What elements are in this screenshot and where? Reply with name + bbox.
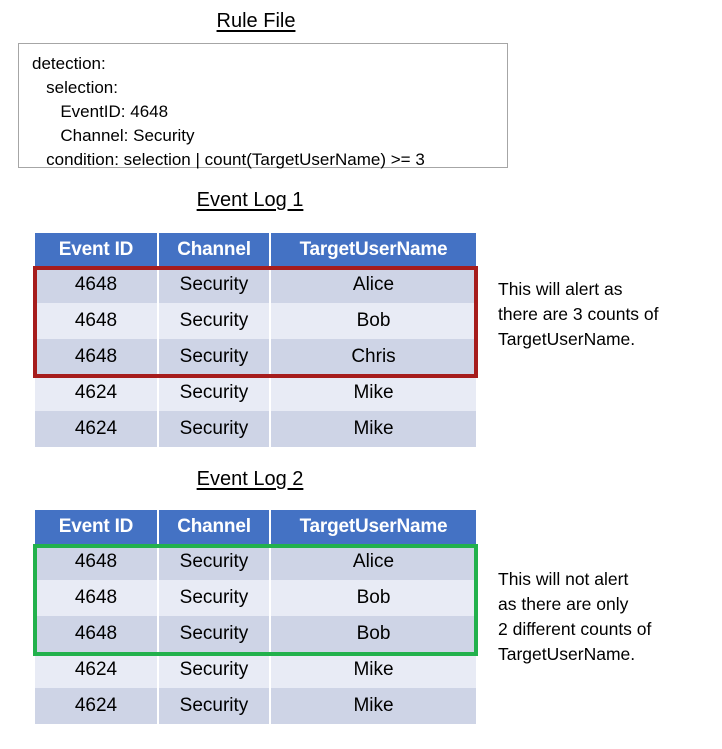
table-header-row: Event ID Channel TargetUserName xyxy=(35,510,476,544)
cell-target-user-name: Mike xyxy=(271,375,476,411)
cell-event-id: 4624 xyxy=(35,375,159,411)
cell-target-user-name: Alice xyxy=(271,544,476,580)
event-log-1-table: Event ID Channel TargetUserName 4648 Sec… xyxy=(35,233,476,447)
cell-event-id: 4648 xyxy=(35,544,159,580)
cell-event-id: 4624 xyxy=(35,652,159,688)
alert-annotation: This will alert as there are 3 counts of… xyxy=(498,279,659,349)
table-row: 4648 Security Bob xyxy=(35,580,476,616)
cell-target-user-name: Bob xyxy=(271,580,476,616)
cell-channel: Security xyxy=(159,339,271,375)
column-header-target-user-name: TargetUserName xyxy=(271,510,476,544)
table-row: 4624 Security Mike xyxy=(35,688,476,724)
cell-channel: Security xyxy=(159,267,271,303)
table-header-row: Event ID Channel TargetUserName xyxy=(35,233,476,267)
cell-target-user-name: Alice xyxy=(271,267,476,303)
cell-target-user-name: Bob xyxy=(271,303,476,339)
event-log-2-title: Event Log 2 xyxy=(196,468,304,490)
cell-channel: Security xyxy=(159,688,271,724)
column-header-target-user-name: TargetUserName xyxy=(271,233,476,267)
cell-channel: Security xyxy=(159,411,271,447)
table-row: 4648 Security Chris xyxy=(35,339,476,375)
table-row: 4624 Security Mike xyxy=(35,652,476,688)
column-header-channel: Channel xyxy=(159,510,271,544)
rule-line-eventid: EventID: 4648 xyxy=(32,102,169,121)
table-row: 4648 Security Alice xyxy=(35,267,476,303)
table-row: 4648 Security Bob xyxy=(35,303,476,339)
cell-event-id: 4648 xyxy=(35,339,159,375)
table-row: 4648 Security Alice xyxy=(35,544,476,580)
no-alert-annotation: This will not alert as there are only 2 … xyxy=(498,569,652,664)
rule-file-box: detection: selection: EventID: 4648 Chan… xyxy=(18,43,508,169)
rule-line-channel: Channel: Security xyxy=(32,126,195,145)
cell-channel: Security xyxy=(159,652,271,688)
cell-event-id: 4648 xyxy=(35,303,159,339)
event-log-2-table: Event ID Channel TargetUserName 4648 Sec… xyxy=(35,510,476,724)
cell-channel: Security xyxy=(159,544,271,580)
cell-event-id: 4624 xyxy=(35,411,159,447)
cell-event-id: 4624 xyxy=(35,688,159,724)
cell-event-id: 4648 xyxy=(35,580,159,616)
cell-target-user-name: Chris xyxy=(271,339,476,375)
rule-line-selection: selection: xyxy=(32,78,118,97)
cell-target-user-name: Mike xyxy=(271,688,476,724)
cell-target-user-name: Bob xyxy=(271,616,476,652)
cell-target-user-name: Mike xyxy=(271,652,476,688)
table-row: 4624 Security Mike xyxy=(35,375,476,411)
event-log-1-title: Event Log 1 xyxy=(196,189,304,211)
column-header-event-id: Event ID xyxy=(35,510,159,544)
cell-event-id: 4648 xyxy=(35,267,159,303)
cell-channel: Security xyxy=(159,303,271,339)
rule-line-detection: detection: xyxy=(32,54,106,73)
rule-file-title: Rule File xyxy=(216,10,296,32)
cell-target-user-name: Mike xyxy=(271,411,476,447)
cell-channel: Security xyxy=(159,616,271,652)
cell-channel: Security xyxy=(159,580,271,616)
table-row: 4624 Security Mike xyxy=(35,411,476,447)
column-header-event-id: Event ID xyxy=(35,233,159,267)
cell-channel: Security xyxy=(159,375,271,411)
rule-line-condition: condition: selection | count(TargetUserN… xyxy=(32,150,425,169)
table-row: 4648 Security Bob xyxy=(35,616,476,652)
cell-event-id: 4648 xyxy=(35,616,159,652)
column-header-channel: Channel xyxy=(159,233,271,267)
